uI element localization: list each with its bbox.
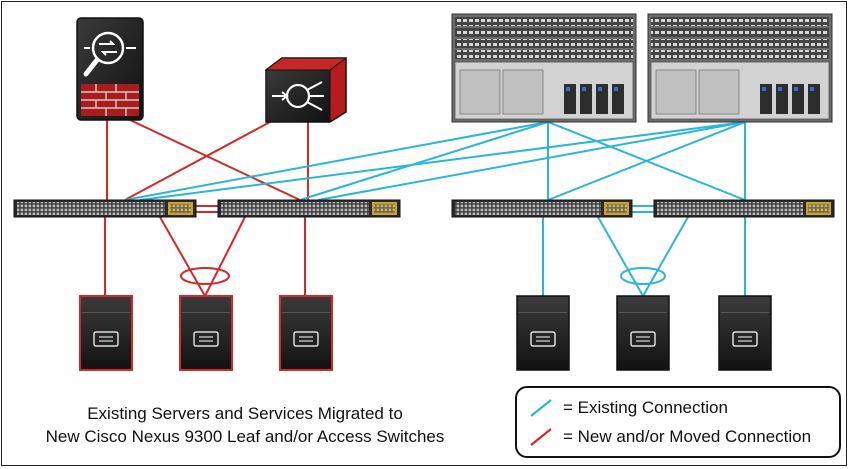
leaf-switch-2 — [217, 199, 401, 218]
legend-existing-label: = Existing Connection — [563, 398, 728, 417]
new-line-icon — [530, 428, 552, 446]
leaf-switch-3 — [451, 199, 633, 218]
new-connections — [104, 119, 309, 297]
legend: = Existing Connection = New and/or Moved… — [515, 386, 841, 458]
caption-line-2: New Cisco Nexus 9300 Leaf and/or Access … — [45, 427, 445, 446]
spine-switch-1 — [451, 13, 637, 123]
firewall-icon — [76, 17, 144, 121]
port-channel-ring-right — [620, 267, 666, 285]
server-icon — [179, 295, 233, 371]
server-icon — [279, 295, 333, 371]
lb-to-leaf1 — [124, 121, 271, 201]
legend-new-label: = New and/or Moved Connection — [563, 427, 812, 446]
spine2-to-leaf1 — [139, 121, 746, 201]
spine-switch-2 — [647, 13, 833, 123]
legend-existing: = Existing Connection — [527, 395, 728, 421]
load-balancer-icon — [264, 57, 348, 123]
legend-new: = New and/or Moved Connection — [527, 424, 811, 450]
port-channel-ring-left — [180, 267, 230, 285]
leaf-switch-4 — [653, 199, 835, 218]
existing-connections — [124, 121, 746, 297]
caption-line-1: Existing Servers and Services Migrated t… — [87, 404, 403, 423]
spine2-to-leaf3 — [547, 121, 746, 201]
spine1-to-leaf1 — [124, 121, 549, 201]
spine1-to-leaf2 — [299, 121, 549, 201]
server-icon — [79, 295, 133, 371]
server-icon — [616, 295, 670, 371]
existing-line-icon — [530, 399, 552, 417]
fw-to-leaf2 — [129, 119, 301, 201]
server-icon — [516, 295, 570, 371]
leaf-switch-1 — [13, 199, 197, 218]
server-icon — [718, 295, 772, 371]
spine2-to-leaf2 — [317, 121, 746, 201]
